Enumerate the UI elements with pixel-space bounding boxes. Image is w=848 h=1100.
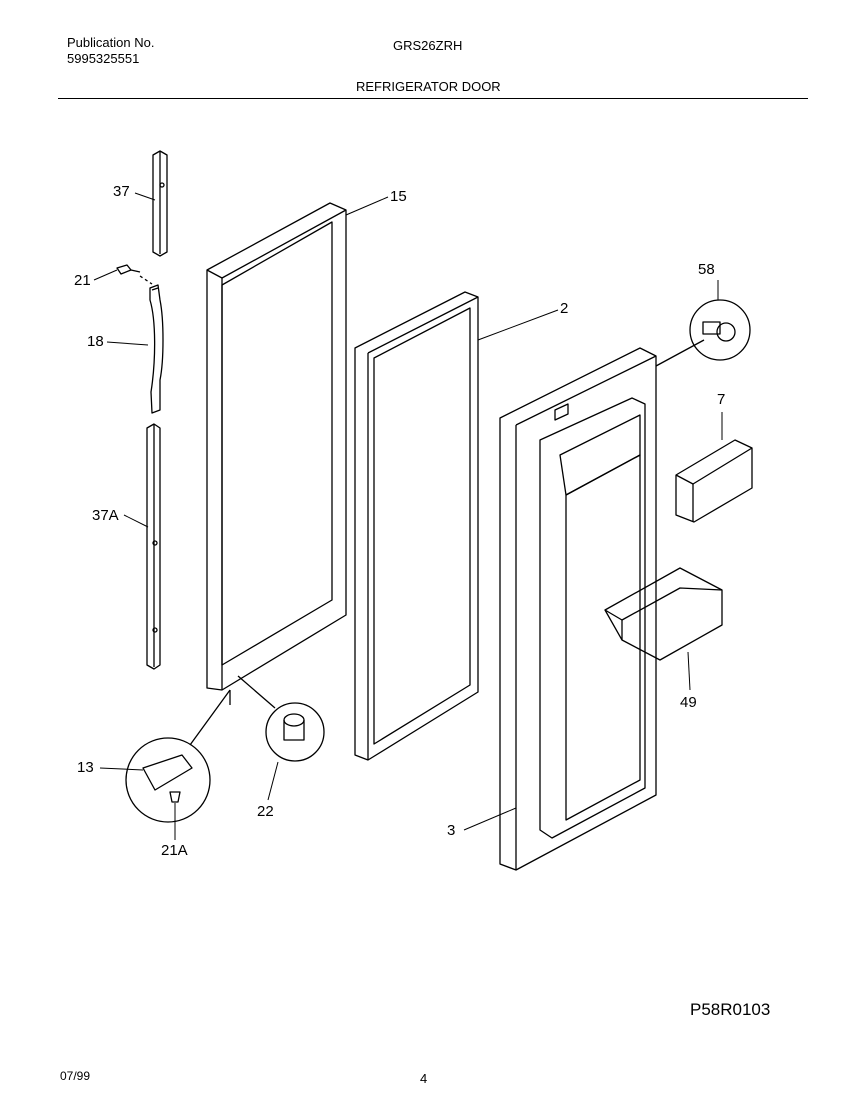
part-7-dairy-door [675,439,753,523]
part-22-cap [237,675,325,762]
part-13-hinge-bracket [125,689,231,823]
part-21a-screw [169,791,181,803]
callout-22: 22 [257,803,274,820]
leader-37a [123,514,149,528]
section-title: REFRIGERATOR DOOR [356,79,501,94]
callout-37: 37 [113,183,130,200]
leader-22 [267,761,279,801]
leader-49 [687,651,691,691]
model-number: GRS26ZRH [393,38,463,53]
page-number: 4 [420,1071,428,1086]
publication-label: Publication No. [67,35,155,50]
footer-date: 07/99 [60,1069,91,1083]
callout-2: 2 [560,300,569,317]
leader-15 [345,196,389,216]
part-37-upper-trim [152,150,168,257]
callout-7: 7 [717,391,726,408]
callout-37a: 37A [92,507,119,524]
part-37a-lower-trim [146,423,161,670]
leader-3 [463,807,517,831]
callout-15: 15 [390,188,407,205]
callout-18: 18 [87,333,104,350]
callout-58: 58 [698,261,715,278]
diagram-code: P58R0103 [690,1000,771,1019]
callout-49: 49 [680,694,697,711]
part-18-handle [149,284,164,414]
callout-21a: 21A [161,842,188,859]
leader-21 [93,269,118,281]
part-2-inner-panel [354,291,479,761]
part-15-door-frame [206,202,347,691]
callout-21: 21 [74,272,91,289]
part-58-screw [655,299,751,367]
leader-37 [134,192,156,201]
part-49-door-bin [604,567,723,661]
leader-13 [99,767,144,771]
callout-13: 13 [77,759,94,776]
leader-18 [106,341,149,346]
part-3-door-liner [499,347,657,871]
part-21-screw [116,264,153,285]
publication-number: 5995325551 [67,51,140,66]
header-rule [58,98,808,99]
leader-2 [477,309,559,341]
callout-3: 3 [447,822,456,839]
